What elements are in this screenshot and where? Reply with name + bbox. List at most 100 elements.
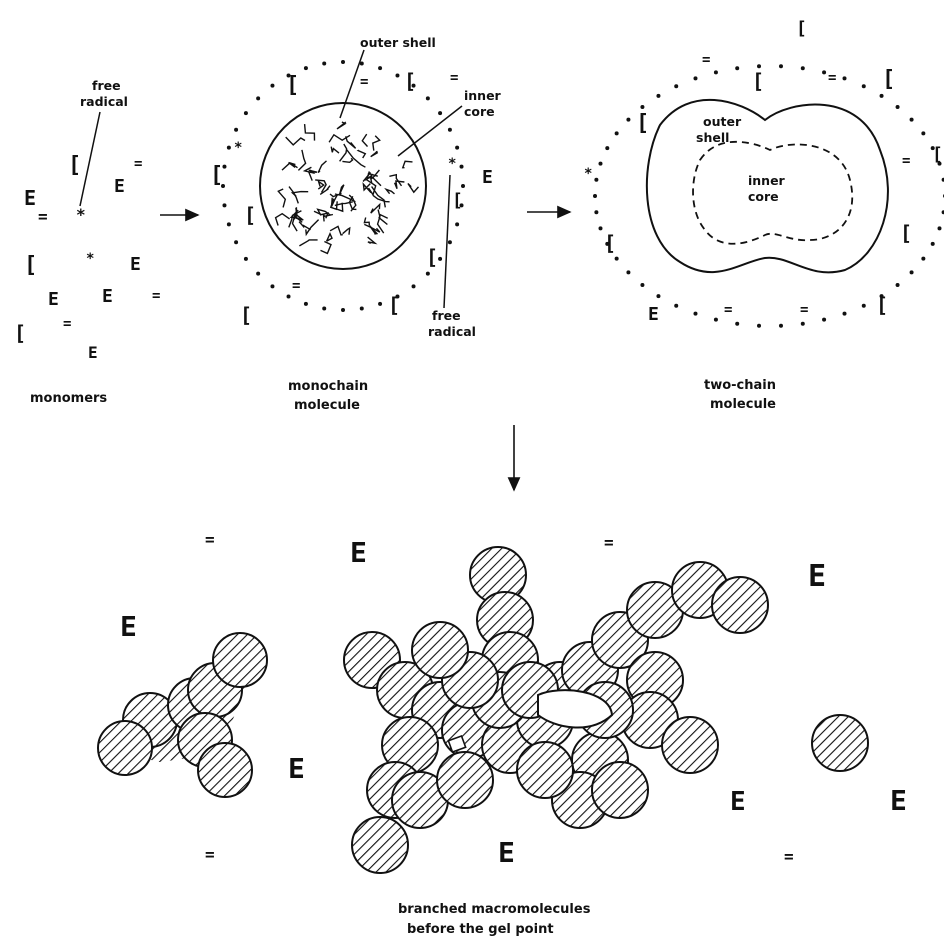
chain-segment: [361, 133, 369, 148]
small-branched-cluster: [97, 632, 268, 798]
chain-segment: [393, 180, 405, 189]
monochain-glyph: *: [448, 156, 456, 172]
chain-segment: [302, 166, 316, 175]
dot: [303, 66, 308, 71]
cluster-bead: [411, 621, 469, 679]
chain-segment: [362, 172, 378, 182]
chain-segment: [362, 181, 372, 194]
dot: [455, 222, 460, 227]
chain-segment: [334, 193, 356, 203]
inner-core-label-2: inner: [748, 173, 786, 188]
monomer-glyph: E: [114, 176, 125, 197]
dot: [757, 323, 762, 328]
monomer-glyph: =: [134, 156, 142, 172]
monochain-glyph: *: [234, 140, 242, 156]
dot: [895, 282, 900, 287]
two-chain-glyph: [: [876, 293, 888, 317]
dot: [921, 131, 926, 136]
chain-segment: [288, 161, 296, 168]
dot: [341, 60, 345, 64]
dot: [895, 105, 900, 110]
chain-segment: [329, 225, 343, 236]
chain-segment: [372, 194, 390, 203]
dot: [226, 145, 231, 150]
dot: [256, 96, 261, 101]
dot: [941, 210, 944, 215]
monomer-glyph: E: [24, 186, 36, 210]
branched-caption: branched macromolecules: [398, 902, 591, 917]
cluster-pore: [537, 689, 614, 729]
outer-shell-label-1: outer shell: [360, 35, 436, 50]
chain-segment: [322, 213, 334, 222]
outer-shell-label-2-line2: shell: [696, 130, 729, 145]
two-chain-caption-line2: molecule: [710, 397, 776, 412]
two-chain-glyph: =: [724, 302, 732, 318]
dot: [286, 294, 291, 299]
dot: [778, 323, 783, 328]
cluster-bead: [212, 632, 268, 688]
two-chain-glyph: =: [702, 52, 710, 68]
dot: [693, 311, 698, 316]
free-radical-pointer-1: [79, 111, 101, 207]
dot: [930, 146, 935, 151]
dot: [605, 146, 610, 151]
cluster-bead: [97, 720, 153, 776]
two-chain-caption: two-chain: [704, 378, 776, 393]
chain-segment: [342, 157, 354, 164]
chain-segment: [384, 187, 395, 195]
monochain-glyph: [: [388, 293, 400, 317]
chain-segment: [366, 179, 377, 197]
branched-glyph: E: [730, 787, 746, 817]
chain-segment: [317, 179, 325, 190]
dot: [455, 145, 460, 150]
dot: [425, 271, 430, 276]
dot: [626, 270, 631, 275]
dot: [822, 317, 827, 322]
monochain-caption-line2: molecule: [294, 398, 360, 413]
chain-segment: [330, 146, 340, 154]
two-chain-glyph: E: [648, 304, 659, 325]
dot: [286, 73, 291, 78]
two-chain-glyph: =: [902, 153, 910, 169]
two-chain-glyph: =: [800, 302, 808, 318]
dot: [322, 61, 327, 66]
dot: [438, 111, 443, 116]
branched-glyph: E: [808, 559, 826, 594]
two-chain-glyph: [: [932, 144, 943, 165]
dot: [341, 308, 345, 312]
dot: [921, 256, 926, 261]
cluster-bead: [661, 716, 719, 774]
chain-segment: [401, 160, 413, 169]
chain-segment: [277, 188, 287, 208]
dot: [359, 306, 364, 311]
chain-segment: [371, 186, 386, 208]
monochain-glyph: [: [404, 69, 416, 93]
dot: [598, 226, 603, 231]
dot: [378, 301, 383, 306]
monochain-glyph: [: [452, 190, 463, 211]
monochain-glyph: [: [240, 303, 252, 327]
dot: [614, 256, 619, 261]
two-chain-glyph: [: [604, 231, 616, 255]
chain-segment: [274, 212, 291, 226]
dot: [626, 117, 631, 122]
dot: [594, 210, 599, 215]
monochain-glyph: [: [210, 163, 223, 188]
monomer-glyph: =: [63, 316, 71, 332]
dot: [941, 177, 944, 182]
single-particle: [811, 714, 869, 772]
chain-segment: [376, 209, 385, 234]
two-chain-panel: [=[=[[*=[[E==[[ outer shell inner core t…: [584, 18, 944, 412]
monomers-caption: monomers: [30, 391, 107, 406]
chain-segment: [291, 214, 303, 232]
monochain-sphere: [259, 102, 427, 270]
chain-segment: [407, 183, 420, 194]
free-radical-pointer-2: [443, 174, 451, 309]
free-radical-label-1-line2: radical: [80, 94, 128, 109]
monochain-glyph: [: [244, 203, 256, 227]
dot: [234, 127, 239, 132]
dot: [222, 164, 227, 169]
monomer-glyph: E: [102, 286, 113, 307]
dot: [270, 83, 275, 88]
